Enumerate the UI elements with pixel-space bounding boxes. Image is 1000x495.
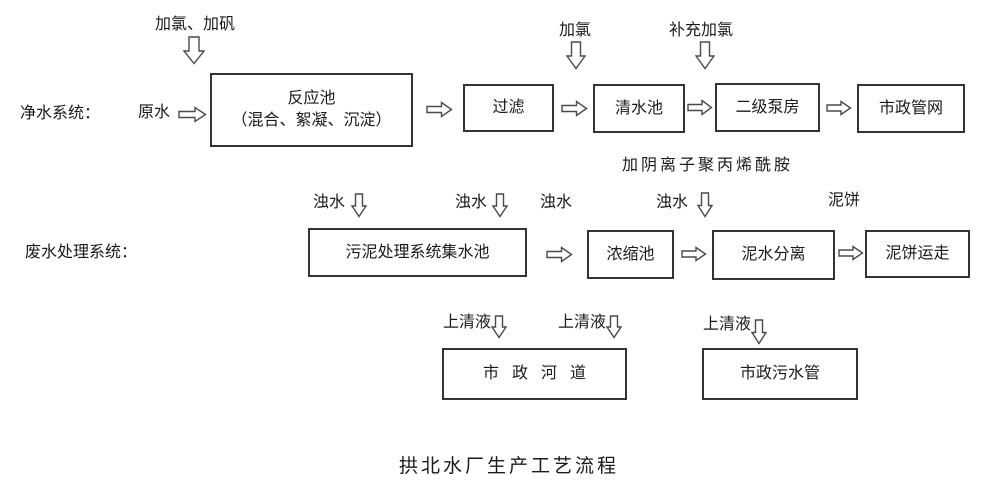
right-arrow-icon (681, 246, 707, 262)
box-municipal-sewage-pipe: 市政污水管 (702, 348, 858, 400)
box-mud-cake-removal: 泥饼运走 (865, 230, 970, 278)
box-secondary-pump-house: 二级泵房 (715, 83, 820, 132)
down-arrow-icon (566, 41, 586, 70)
box-municipal-river: 市政河道 (442, 348, 627, 400)
municipal-river-label: 市政河道 (482, 365, 599, 383)
reaction-tank-line2: （混合、絮凝、沉淀） (231, 112, 392, 129)
supernatant-label: 上清液 (558, 314, 607, 331)
turbid-water-label: 浊水 (455, 194, 488, 211)
down-arrow-icon (695, 41, 715, 70)
section-label-wastewater: 废水处理系统： (25, 244, 138, 261)
municipal-pipe-network-label: 市政管网 (878, 99, 943, 117)
right-arrow-icon (426, 101, 453, 118)
right-arrow-icon (178, 106, 207, 123)
right-arrow-icon (826, 100, 852, 116)
filtration-label: 过滤 (492, 99, 525, 117)
box-thickening-tank: 浓缩池 (587, 230, 674, 279)
polyacrylamide-label: 加阴离子聚丙烯酰胺 (622, 157, 794, 174)
section-label-purification: 净水系统： (20, 105, 101, 122)
reaction-tank-line1: 反应池 (287, 90, 336, 108)
box-clear-water-tank: 清水池 (593, 84, 685, 133)
box-filtration: 过滤 (463, 84, 554, 132)
mud-water-separation-label: 泥水分离 (741, 246, 806, 264)
supplement-chlorine-label: 补充加氯 (669, 22, 734, 39)
supernatant-label: 上清液 (703, 316, 752, 333)
thickening-tank-label: 浓缩池 (606, 245, 655, 263)
right-arrow-icon (687, 99, 713, 116)
down-arrow-icon (751, 319, 767, 345)
supernatant-label: 上清液 (443, 314, 492, 331)
down-arrow-icon (492, 193, 508, 218)
secondary-pump-house-label: 二级泵房 (735, 98, 800, 116)
sludge-collection-tank-label: 污泥处理系统集水池 (345, 243, 490, 261)
chlorine-alum-label: 加氯、加矾 (155, 16, 236, 33)
right-arrow-icon (838, 245, 864, 261)
down-arrow-icon (606, 315, 622, 339)
chlorine-label: 加氯 (559, 22, 592, 39)
right-arrow-icon (561, 100, 588, 117)
down-arrow-icon (351, 193, 367, 218)
diagram-title: 拱北水厂生产工艺流程 (399, 456, 620, 477)
raw-water-label: 原水 (138, 104, 171, 121)
turbid-water-label: 浊水 (656, 194, 689, 211)
mud-cake-label: 泥饼 (828, 192, 861, 209)
turbid-water-label: 浊水 (540, 194, 573, 211)
down-arrow-icon (697, 192, 713, 218)
right-arrow-icon (546, 246, 573, 263)
clear-water-tank-label: 清水池 (614, 99, 663, 117)
box-mud-water-separation: 泥水分离 (712, 230, 835, 280)
down-arrow-icon (491, 315, 507, 339)
down-arrow-icon (183, 36, 205, 65)
municipal-sewage-pipe-label: 市政污水管 (739, 365, 820, 383)
mud-cake-removal-label: 泥饼运走 (885, 245, 950, 263)
box-sludge-collection-tank: 污泥处理系统集水池 (308, 228, 527, 277)
turbid-water-label: 浊水 (313, 194, 346, 211)
box-reaction-tank: 反应池 （混合、絮凝、沉淀） (210, 73, 413, 147)
box-municipal-pipe-network: 市政管网 (857, 84, 965, 133)
